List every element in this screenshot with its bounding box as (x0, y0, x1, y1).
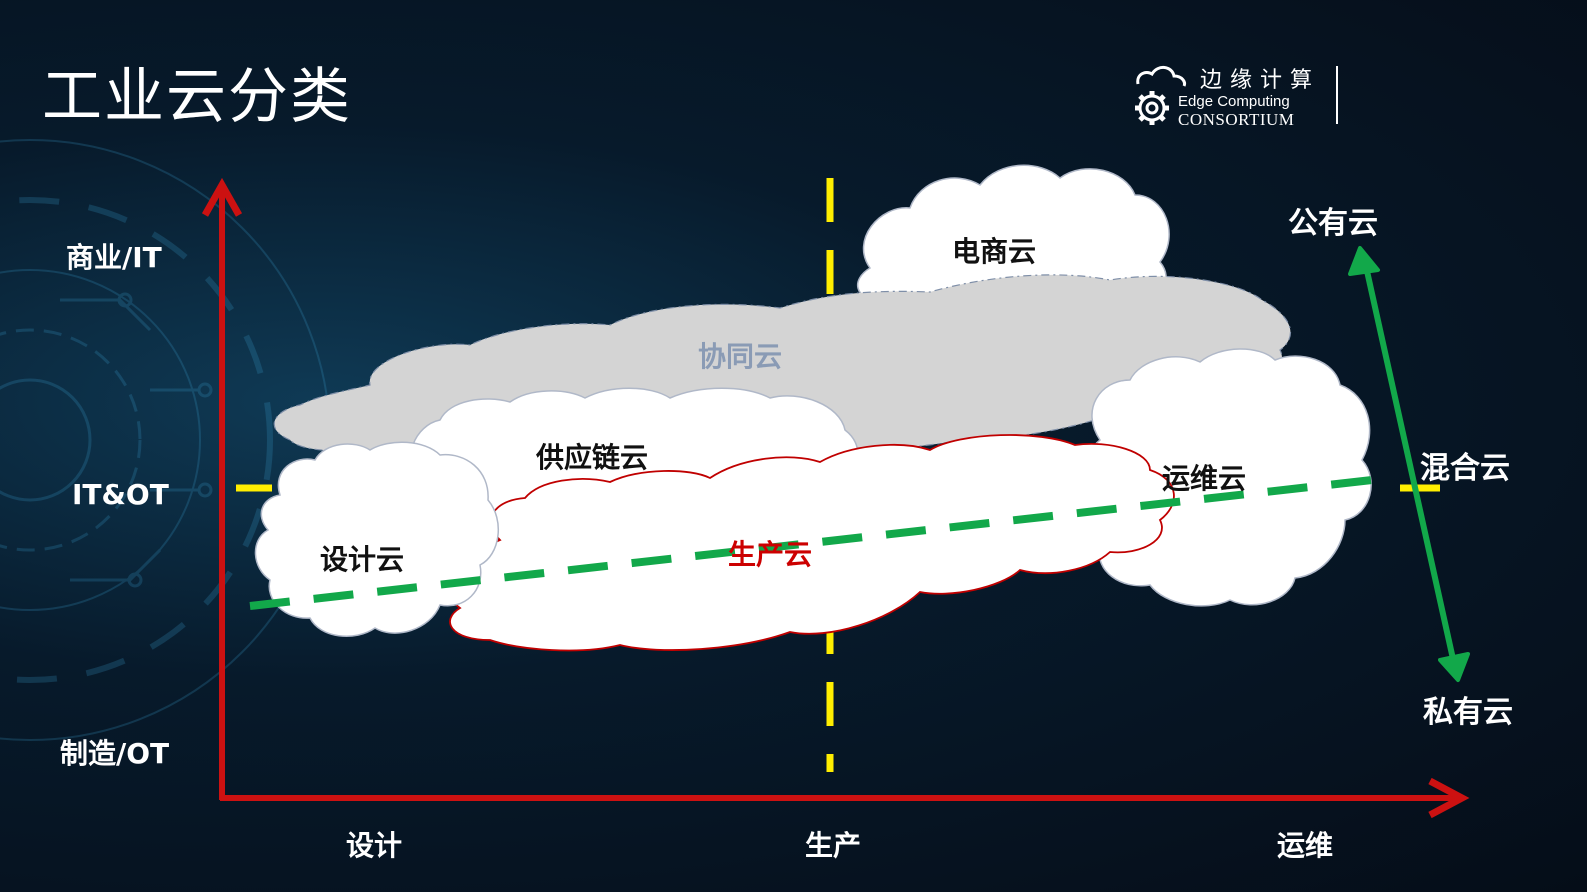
logo-en-line2: CONSORTIUM (1178, 110, 1295, 129)
x-label-operations: 运维 (1277, 829, 1334, 862)
y-label-it-ot: IT&OT (72, 478, 169, 511)
y-axis-arrowhead (201, 177, 243, 217)
edge-computing-logo: 边缘计算 Edge Computing CONSORTIUM (1128, 62, 1348, 134)
cloud-scale-arrowhead-top (1348, 246, 1380, 276)
background-gear-decoration (0, 139, 331, 741)
production-cloud-label: 生产云 (728, 538, 813, 571)
design-cloud-label: 设计云 (320, 543, 405, 576)
slide-title: 工业云分类 (42, 62, 352, 132)
ecommerce-cloud-label: 电商云 (952, 235, 1037, 268)
private-cloud-label: 私有云 (1423, 695, 1513, 730)
x-label-design: 设计 (346, 829, 403, 862)
supply-cloud-label: 供应链云 (536, 441, 649, 474)
x-label-production: 生产 (805, 829, 862, 862)
design-cloud (254, 441, 500, 638)
collab-cloud-label: 协同云 (698, 340, 783, 373)
hybrid-cloud-label: 混合云 (1420, 451, 1510, 486)
cloud-gear-icon (1135, 66, 1186, 125)
x-axis-arrowhead (1428, 777, 1470, 819)
public-cloud-label: 公有云 (1288, 206, 1378, 241)
cloud-scale-arrow (1362, 261, 1458, 669)
y-label-business-it: 商业/IT (66, 241, 162, 274)
cloud-scale-arrowhead-bottom (1438, 652, 1470, 682)
logo-cn-text: 边缘计算 (1200, 68, 1321, 93)
production-cloud (447, 434, 1175, 652)
logo-en-line1: Edge Computing (1178, 93, 1290, 110)
logo-divider (1336, 66, 1338, 124)
y-label-manufacturing-ot: 制造/OT (60, 737, 170, 770)
ops-cloud-label: 运维云 (1162, 462, 1247, 495)
